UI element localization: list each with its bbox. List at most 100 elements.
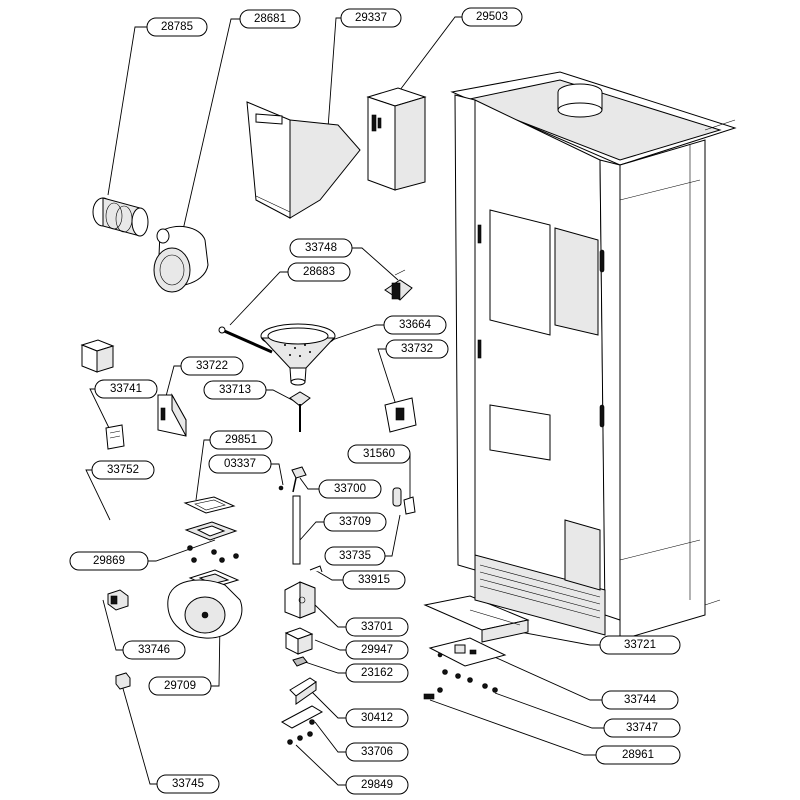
fuse-part (423, 693, 435, 700)
label-29869: 29869 (69, 551, 149, 571)
small-block-part (292, 656, 308, 667)
angle-bracket-part (289, 677, 317, 705)
svg-text:33735: 33735 (339, 550, 371, 562)
label-33752: 33752 (91, 460, 155, 480)
label-28961: 28961 (595, 745, 681, 765)
clip-part (309, 565, 323, 573)
svg-text:33741: 33741 (110, 383, 142, 395)
label-33915: 33915 (342, 570, 406, 590)
label-28683: 28683 (287, 262, 351, 282)
label-33713: 33713 (203, 380, 267, 400)
label-28681: 28681 (239, 9, 301, 29)
air-fan-part (167, 569, 243, 639)
svg-text:33752: 33752 (107, 464, 139, 476)
rod-part (218, 326, 273, 354)
screws-part (287, 719, 315, 745)
card-part (105, 424, 125, 450)
svg-text:33748: 33748 (305, 242, 337, 254)
board-screws-part (437, 669, 498, 693)
control-board-part (428, 637, 507, 667)
label-33747: 33747 (603, 718, 681, 738)
label-31560: 31560 (347, 444, 411, 464)
base-plate-part (280, 705, 324, 729)
svg-text:33701: 33701 (361, 621, 393, 633)
label-33721: 33721 (599, 635, 681, 655)
label-33709: 33709 (323, 512, 387, 532)
label-29709: 29709 (148, 676, 212, 696)
svg-text:28961: 28961 (622, 749, 654, 761)
label-23162: 23162 (345, 663, 409, 683)
label-33700: 33700 (318, 479, 382, 499)
svg-text:33721: 33721 (624, 639, 656, 651)
label-33701: 33701 (345, 617, 409, 637)
mounting-plate-part (384, 397, 417, 433)
svg-text:33915: 33915 (358, 574, 390, 586)
cover-box-part (366, 87, 427, 191)
svg-text:33747: 33747 (626, 722, 658, 734)
svg-text:23162: 23162 (361, 667, 393, 679)
svg-text:29851: 29851 (225, 434, 257, 446)
relay-box-part (284, 627, 314, 655)
label-33735: 33735 (324, 546, 386, 566)
pressure-switch-part (392, 487, 416, 515)
svg-text:29849: 29849 (361, 779, 393, 791)
part-labels: 28785 28681 29337 29503 33748 28683 3366… (69, 7, 681, 795)
svg-text:33706: 33706 (361, 746, 393, 758)
svg-text:29337: 29337 (355, 12, 387, 24)
svg-text:33732: 33732 (401, 343, 433, 355)
svg-text:33746: 33746 (138, 644, 170, 656)
connector-part (107, 589, 129, 611)
label-33745: 33745 (156, 774, 220, 794)
label-33722: 33722 (180, 356, 244, 376)
support-block-part (157, 393, 187, 437)
svg-text:33722: 33722 (196, 360, 228, 372)
label-29503: 29503 (461, 7, 523, 27)
flue-connector-part (92, 197, 149, 237)
stove-body-frame (450, 71, 737, 641)
svg-text:03337: 03337 (224, 458, 256, 470)
svg-text:33700: 33700 (334, 483, 366, 495)
gasket-plate-part (183, 496, 236, 514)
label-03337: 03337 (208, 454, 272, 474)
label-29947: 29947 (345, 640, 409, 660)
svg-text:33713: 33713 (219, 384, 251, 396)
svg-text:33744: 33744 (624, 694, 657, 706)
small-connector-part (115, 672, 131, 690)
control-box-part (80, 339, 115, 373)
label-33706: 33706 (345, 742, 409, 762)
label-33664: 33664 (383, 315, 447, 335)
leader-lines (85, 16, 604, 786)
label-29849: 29849 (345, 775, 409, 795)
svg-text:28683: 28683 (303, 266, 335, 278)
flange-part (184, 521, 239, 563)
label-33748: 33748 (289, 238, 353, 258)
label-29337: 29337 (340, 8, 402, 28)
holder-part (284, 581, 316, 619)
svg-text:31560: 31560 (363, 448, 395, 460)
sensor-part (278, 466, 307, 493)
deflector-sheet-part (246, 101, 361, 219)
svg-text:30412: 30412 (361, 712, 393, 724)
label-28785: 28785 (146, 17, 208, 37)
svg-text:33664: 33664 (399, 319, 432, 331)
label-30412: 30412 (345, 708, 409, 728)
exchanger-plate-part (423, 595, 530, 643)
svg-text:29503: 29503 (476, 11, 508, 23)
svg-text:28785: 28785 (161, 21, 193, 33)
tube-part (292, 495, 301, 565)
svg-text:33709: 33709 (339, 516, 371, 528)
probe-part (289, 391, 311, 432)
svg-text:29869: 29869 (93, 555, 125, 567)
svg-text:29709: 29709 (164, 680, 196, 692)
svg-text:33745: 33745 (172, 778, 204, 790)
svg-text:28681: 28681 (254, 13, 286, 25)
svg-text:29947: 29947 (361, 644, 393, 656)
label-33746: 33746 (122, 640, 186, 660)
label-33732: 33732 (385, 339, 449, 359)
label-29851: 29851 (209, 430, 273, 450)
label-33744: 33744 (601, 690, 679, 710)
burner-cone-part (260, 323, 336, 386)
label-33741: 33741 (94, 379, 158, 399)
smoke-fan-part (153, 225, 209, 293)
